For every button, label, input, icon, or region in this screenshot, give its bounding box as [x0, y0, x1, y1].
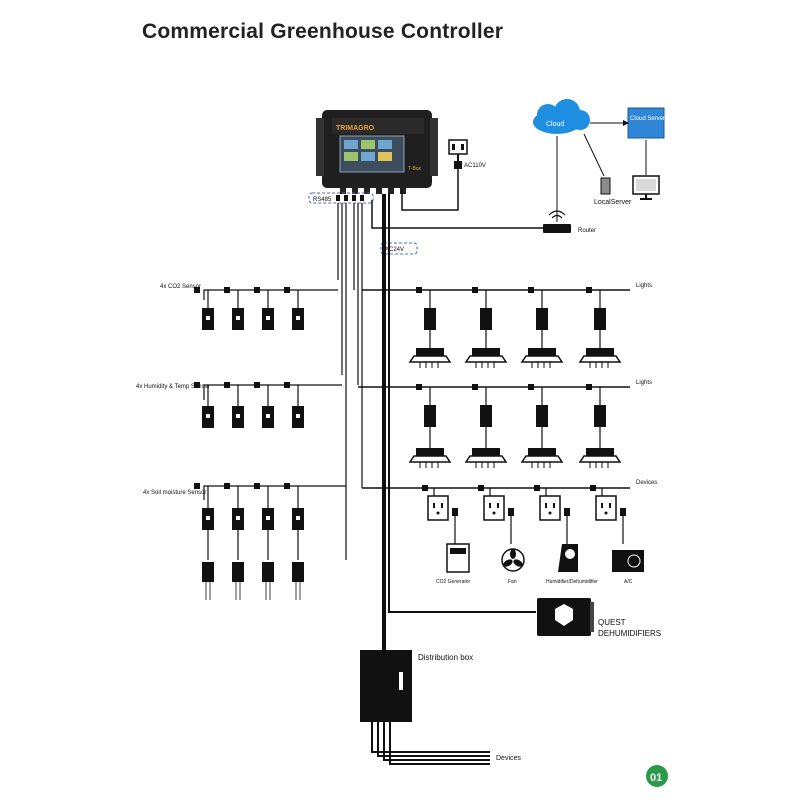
- cloud-server-label: Cloud Server: [630, 116, 665, 122]
- light-driver: [480, 405, 492, 427]
- light-driver: [424, 308, 436, 330]
- page-number-badge: 01: [646, 765, 668, 787]
- light-driver: [424, 405, 436, 427]
- cloud-icon: Cloud: [533, 99, 590, 134]
- rs485-label: RS485: [313, 197, 332, 203]
- light-driver: [594, 405, 606, 427]
- main-power-trunk: [382, 194, 390, 650]
- ac24v-label: AC24V: [385, 247, 404, 253]
- soil-connector: [194, 483, 200, 489]
- grow-light-fixture: [520, 355, 564, 363]
- humidity-connector: [284, 382, 290, 388]
- local-server-icon: LocalServer: [594, 175, 660, 206]
- quest-label-2: DEHUMIDIFIERS: [598, 629, 661, 638]
- humidifier-icon: Humidifier/Dehumidifier: [546, 544, 598, 585]
- co2-generator-label: CO2 Generator: [436, 579, 471, 585]
- quest-dehumidifier-icon: QUEST DEHUMIDIFIERS: [537, 598, 661, 638]
- ac-outlet-label: AC110V: [464, 163, 486, 169]
- soil-connector: [224, 483, 230, 489]
- light-driver: [594, 308, 606, 330]
- cloud-server-icon: Cloud Server: [627, 107, 665, 139]
- devices-row-label: Devices: [636, 480, 657, 486]
- light-driver: [536, 308, 548, 330]
- controller-brand: TRIMAGRO: [336, 125, 375, 132]
- devices-bottom-label: Devices: [496, 755, 521, 762]
- power-outlet: [539, 495, 561, 521]
- light-driver: [536, 405, 548, 427]
- soil-probe: [262, 562, 274, 582]
- cloud-label: Cloud: [546, 121, 564, 128]
- distribution-box-label: Distribution box: [418, 653, 473, 662]
- humidity-sensor-label: 4x Humidity & Temp Sensor: [136, 384, 210, 390]
- power-outlet: [427, 495, 449, 521]
- soil-sensor-group: 4x Soil moisture Sensor: [143, 483, 346, 600]
- co2-sensor-group: 4x CO2 Sensor: [160, 284, 338, 330]
- humidity-connector: [224, 382, 230, 388]
- page-number: 01: [650, 772, 662, 784]
- grow-light-fixture: [408, 355, 452, 363]
- grow-light-fixture: [464, 455, 508, 463]
- quest-label-1: QUEST: [598, 618, 626, 627]
- humidifier-label: Humidifier/Dehumidifier: [546, 579, 598, 585]
- grow-light-fixture: [464, 355, 508, 363]
- lights-row-2: Lights: [358, 380, 652, 468]
- co2-connector: [254, 287, 260, 293]
- ac-unit-label: A/C: [624, 579, 633, 585]
- lights-row-1: Lights: [362, 283, 652, 368]
- co2-connector: [284, 287, 290, 293]
- humidity-connector: [254, 382, 260, 388]
- ac-unit-icon: A/C: [612, 550, 644, 585]
- lights-row-1-label: Lights: [636, 283, 652, 289]
- power-outlet: [483, 495, 505, 521]
- devices-row: Devices CO2 Generator Fan Humidifier/Deh…: [362, 480, 657, 585]
- humidity-sensor-group: 4x Humidity & Temp Sensor: [136, 382, 342, 428]
- ac-outlet: AC110V: [448, 139, 486, 169]
- fan-icon: Fan: [501, 548, 525, 585]
- soil-connector: [284, 483, 290, 489]
- grow-light-fixture: [520, 455, 564, 463]
- grow-light-fixture: [408, 455, 452, 463]
- rs485-bus: RS485: [308, 192, 374, 204]
- grow-light-fixture: [578, 455, 622, 463]
- controller-unit: TRIMAGRO T-Box: [316, 110, 438, 194]
- lights-row-2-label: Lights: [636, 380, 652, 386]
- soil-probe: [202, 562, 214, 582]
- router-icon: Router: [543, 210, 596, 234]
- light-driver: [480, 308, 492, 330]
- grow-light-fixture: [578, 355, 622, 363]
- co2-connector: [194, 287, 200, 293]
- ac24v-tag: AC24V: [380, 242, 418, 255]
- local-server-label: LocalServer: [594, 199, 632, 206]
- humidity-connector: [194, 382, 200, 388]
- co2-generator-icon: CO2 Generator: [436, 543, 471, 585]
- page-title: Commercial Greenhouse Controller: [142, 20, 504, 43]
- soil-connector: [254, 483, 260, 489]
- router-label: Router: [578, 228, 596, 234]
- distribution-box: Distribution box Devices: [360, 650, 521, 765]
- soil-probe: [292, 562, 304, 582]
- co2-sensor-label: 4x CO2 Sensor: [160, 284, 201, 290]
- controller-model: T-Box: [408, 166, 422, 172]
- soil-sensor-label: 4x Soil moisture Sensor: [143, 490, 206, 496]
- power-outlet: [595, 495, 617, 521]
- soil-probe: [232, 562, 244, 582]
- fan-label: Fan: [508, 579, 517, 585]
- co2-connector: [224, 287, 230, 293]
